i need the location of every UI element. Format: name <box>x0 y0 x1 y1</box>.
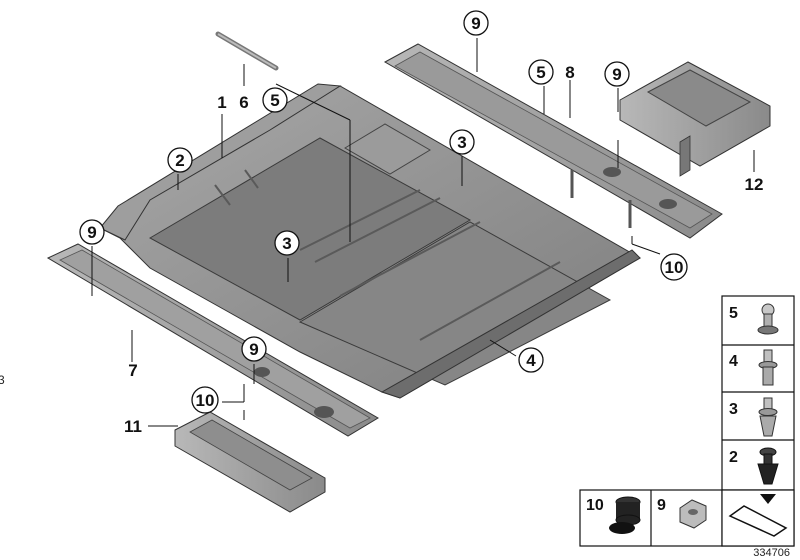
legend-label-2: 2 <box>729 449 738 466</box>
grommet-icon <box>609 496 641 534</box>
callout-11: 11 <box>124 417 142 436</box>
callout-9a-circle <box>463 10 489 36</box>
callout-9c-circle <box>79 219 105 245</box>
callout-7: 7 <box>128 361 137 380</box>
bracket-part-12 <box>619 61 771 177</box>
callout-9b-circle <box>604 61 630 87</box>
floor-pan-left-well <box>148 137 472 321</box>
callout-3b-circle <box>449 129 475 155</box>
callout-10a-circle <box>191 386 219 414</box>
callout-10b: 10 <box>665 258 684 277</box>
orientation-arrow-icon <box>728 494 788 537</box>
callout-9d: 9 <box>249 340 258 359</box>
callout-8: 8 <box>565 63 574 82</box>
callout-9c: 9 <box>87 223 96 242</box>
catalog-number: 334706 <box>753 547 790 559</box>
legend-label-4: 4 <box>729 353 738 370</box>
floor-pan-ribs <box>214 169 561 341</box>
callout-3b: 3 <box>457 133 466 152</box>
callout-10b-circle <box>660 253 688 281</box>
legend-label-3: 3 <box>729 401 738 418</box>
expanding-rivet-icon <box>758 397 778 437</box>
callout-9b: 9 <box>612 65 621 84</box>
edge-mark: 3 <box>0 373 5 387</box>
callout-5a: 5 <box>270 91 279 110</box>
tray-part-11 <box>174 411 326 513</box>
callout-9d-circle <box>241 336 267 362</box>
floor-pan-side-flap <box>99 83 342 241</box>
plug-clip-icon <box>757 447 779 485</box>
callout-5b: 5 <box>536 63 545 82</box>
floor-pan-part <box>98 83 641 399</box>
callout-6: 6 <box>239 93 248 112</box>
callout-9a: 9 <box>471 14 480 33</box>
callouts: 1 2 3 3 4 5 5 6 7 8 9 9 9 9 10 10 11 12 <box>79 10 764 436</box>
floor-pan-right-well <box>298 221 612 386</box>
callout-1: 1 <box>217 93 226 112</box>
legend-label-10: 10 <box>586 497 604 514</box>
floor-pan-box <box>344 123 431 175</box>
callout-5b-circle <box>528 59 554 85</box>
callout-2: 2 <box>175 151 184 170</box>
callout-10a: 10 <box>196 391 215 410</box>
stud-bolt-icon <box>757 303 779 335</box>
callout-5a-circle <box>262 87 288 113</box>
callout-4-circle <box>518 347 544 373</box>
legend-label-5: 5 <box>729 305 738 322</box>
rail-part-7 <box>46 243 379 437</box>
leader-lines <box>91 38 755 427</box>
rail-part-8 <box>383 43 723 239</box>
hex-nut-icon <box>679 499 707 529</box>
callout-4: 4 <box>526 351 536 370</box>
callout-3a: 3 <box>282 234 291 253</box>
floor-pan-lip <box>380 249 641 399</box>
rod-part-6 <box>215 31 279 71</box>
callout-3a-circle <box>274 230 300 256</box>
callout-12: 12 <box>745 175 764 194</box>
push-rivet-icon <box>758 349 778 386</box>
legend-label-9: 9 <box>657 497 666 514</box>
callout-2-circle <box>167 147 193 173</box>
fastener-legend: 5 4 3 2 10 <box>579 295 795 547</box>
